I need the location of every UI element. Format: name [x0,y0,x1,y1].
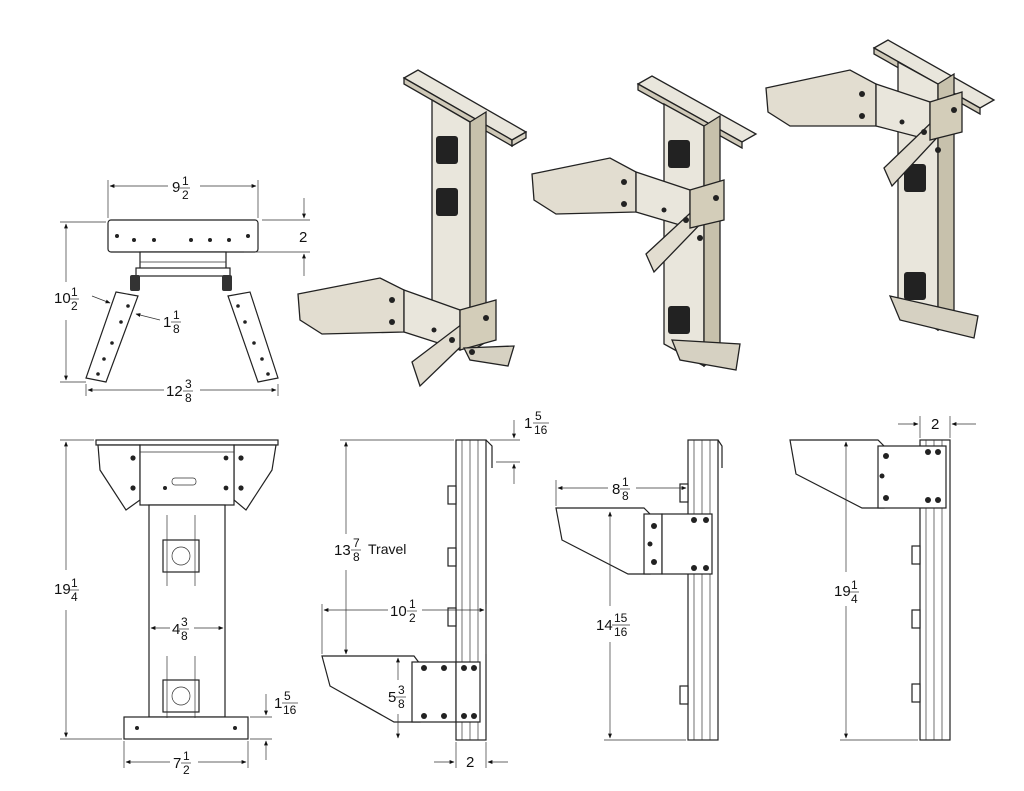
dim-mid-reach-den: 8 [622,489,629,503]
dim-leg-width: 1 1 8 [163,308,181,336]
dim-right-height-den: 4 [851,592,858,606]
dim-travel-label: Travel [368,541,406,557]
dim-foot-height-whole: 1 [274,695,282,712]
dim-top-width: 9 1 2 [172,174,190,202]
isometric-view-middle [531,75,758,371]
dim-foot-height-num: 5 [284,689,291,703]
dim-side-top-offset-whole: 1 [524,415,532,432]
dim-right-height: 19 1 4 [834,578,859,606]
dim-top-width-whole: 9 [172,179,180,196]
top-view: 9 1 2 2 10 1 2 1 1 8 [54,174,310,405]
side-view-arm-mid: 8 1 8 14 15 16 [555,439,723,741]
dim-inner-width-whole: 4 [172,621,180,638]
dim-mid-height-den: 16 [614,625,628,639]
dim-mid-height: 14 15 16 [596,611,630,639]
side-view-arm-low: 1 5 16 13 7 8 Travel 10 1 2 [321,409,549,771]
dim-mid-height-num: 15 [614,611,628,625]
dim-front-height-num: 1 [71,576,78,590]
dim-travel: 13 7 8 Travel [334,536,406,564]
dim-front-height-den: 4 [71,590,78,604]
dim-base-width-den: 2 [183,763,190,777]
dim-overall-height-num: 1 [71,285,78,299]
dim-side-top-offset-den: 16 [534,423,548,437]
dim-arm-reach: 10 1 2 [390,597,417,625]
dim-mid-reach-whole: 8 [612,481,620,498]
dim-base-width-whole: 7 [173,755,181,772]
knob-icon [436,136,458,216]
dim-leg-width-num: 1 [173,308,180,322]
dim-foot-height: 1 5 16 [274,689,298,717]
dim-arm-height-den: 8 [398,697,405,711]
dim-mid-height-whole: 14 [596,617,613,634]
dim-travel-whole: 13 [334,542,351,559]
side-view-arm-high: 2 19 1 4 [789,416,976,741]
dim-front-height: 19 1 4 [54,576,79,604]
dim-side-depth: 2 [466,754,474,771]
dim-top-width-num: 1 [182,174,189,188]
dim-base-width: 7 1 2 [173,749,191,777]
isometric-view-left [297,69,528,388]
dim-top-depth: 2 [299,229,307,246]
dim-right-height-num: 1 [851,578,858,592]
dim-foot-height-den: 16 [283,703,297,717]
dim-arm-reach-den: 2 [409,611,416,625]
dim-inner-width-den: 8 [181,629,188,643]
dim-side-top-offset: 1 5 16 [524,409,549,437]
dim-right-height-whole: 19 [834,583,851,600]
dim-span-bottom-den: 8 [185,391,192,405]
dim-travel-den: 8 [353,550,360,564]
dim-arm-height: 5 3 8 [388,683,406,711]
dim-arm-height-num: 3 [398,683,405,697]
front-view: 19 1 4 4 3 8 1 5 16 7 [54,439,298,777]
dim-overall-height-den: 2 [71,299,78,313]
dim-overall-height: 10 1 2 [54,285,79,313]
dim-inner-width: 4 3 8 [172,615,189,643]
dim-arm-height-whole: 5 [388,689,396,706]
dim-front-height-whole: 19 [54,581,71,598]
dim-base-width-num: 1 [183,749,190,763]
dim-arm-reach-whole: 10 [390,603,407,620]
dim-travel-num: 7 [353,536,360,550]
isometric-view-right [765,39,996,339]
dim-right-depth: 2 [931,416,939,433]
dim-top-width-den: 2 [182,188,189,202]
dim-inner-width-num: 3 [181,615,188,629]
dim-arm-reach-num: 1 [409,597,416,611]
dim-mid-reach-num: 1 [622,475,629,489]
dim-leg-width-den: 8 [173,322,180,336]
dim-side-top-offset-num: 5 [535,409,542,423]
knob-icon [668,140,690,334]
dim-overall-height-whole: 10 [54,290,71,307]
dim-span-bottom-num: 3 [185,377,192,391]
dim-mid-reach: 8 1 8 [612,475,630,503]
dim-span-bottom: 12 3 8 [166,377,193,405]
dim-leg-width-whole: 1 [163,314,171,331]
dim-span-bottom-whole: 12 [166,383,183,400]
knob-icon [904,164,926,300]
knob-icon [162,515,200,718]
